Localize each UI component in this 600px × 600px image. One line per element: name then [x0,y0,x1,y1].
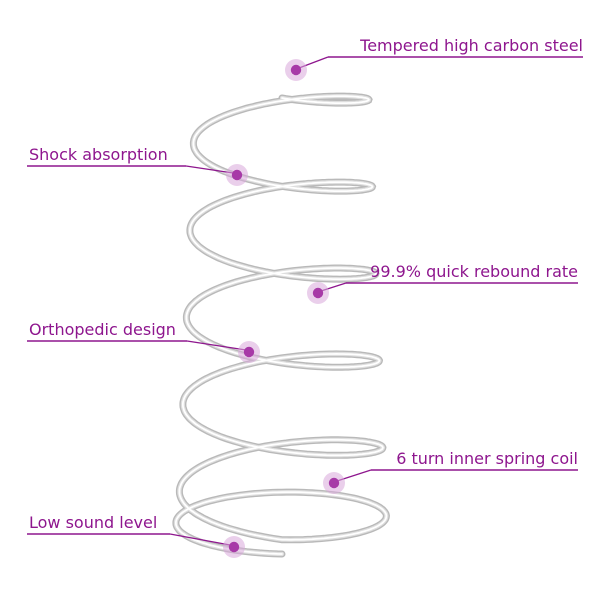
callout-label-shock-absorption: Shock absorption [29,145,168,164]
callout-marker-inner-coil-turns [323,472,345,494]
callout-label-low-sound-level: Low sound level [29,513,158,532]
spring-coil-body [173,94,389,557]
connector-low-sound-level [169,533,231,546]
callout-marker-tempered-steel [285,59,307,81]
callout-marker-shock-absorption [226,164,248,186]
callout-marker-orthopedic-design [238,341,260,363]
spring-coil-highlight [175,95,388,555]
callout-markers [223,59,345,558]
connector-orthopedic-design [186,340,247,351]
callout-marker-rebound-rate [307,282,329,304]
callout-label-rebound-rate: 99.9% quick rebound rate [370,262,578,281]
callout-marker-low-sound-level [223,536,245,558]
callout-label-inner-coil-turns: 6 turn inner spring coil [396,449,578,468]
callout-label-tempered-steel: Tempered high carbon steel [360,36,583,55]
callout-label-orthopedic-design: Orthopedic design [29,320,176,339]
connector-shock-absorption [185,165,234,174]
callout-underlines [27,56,583,535]
